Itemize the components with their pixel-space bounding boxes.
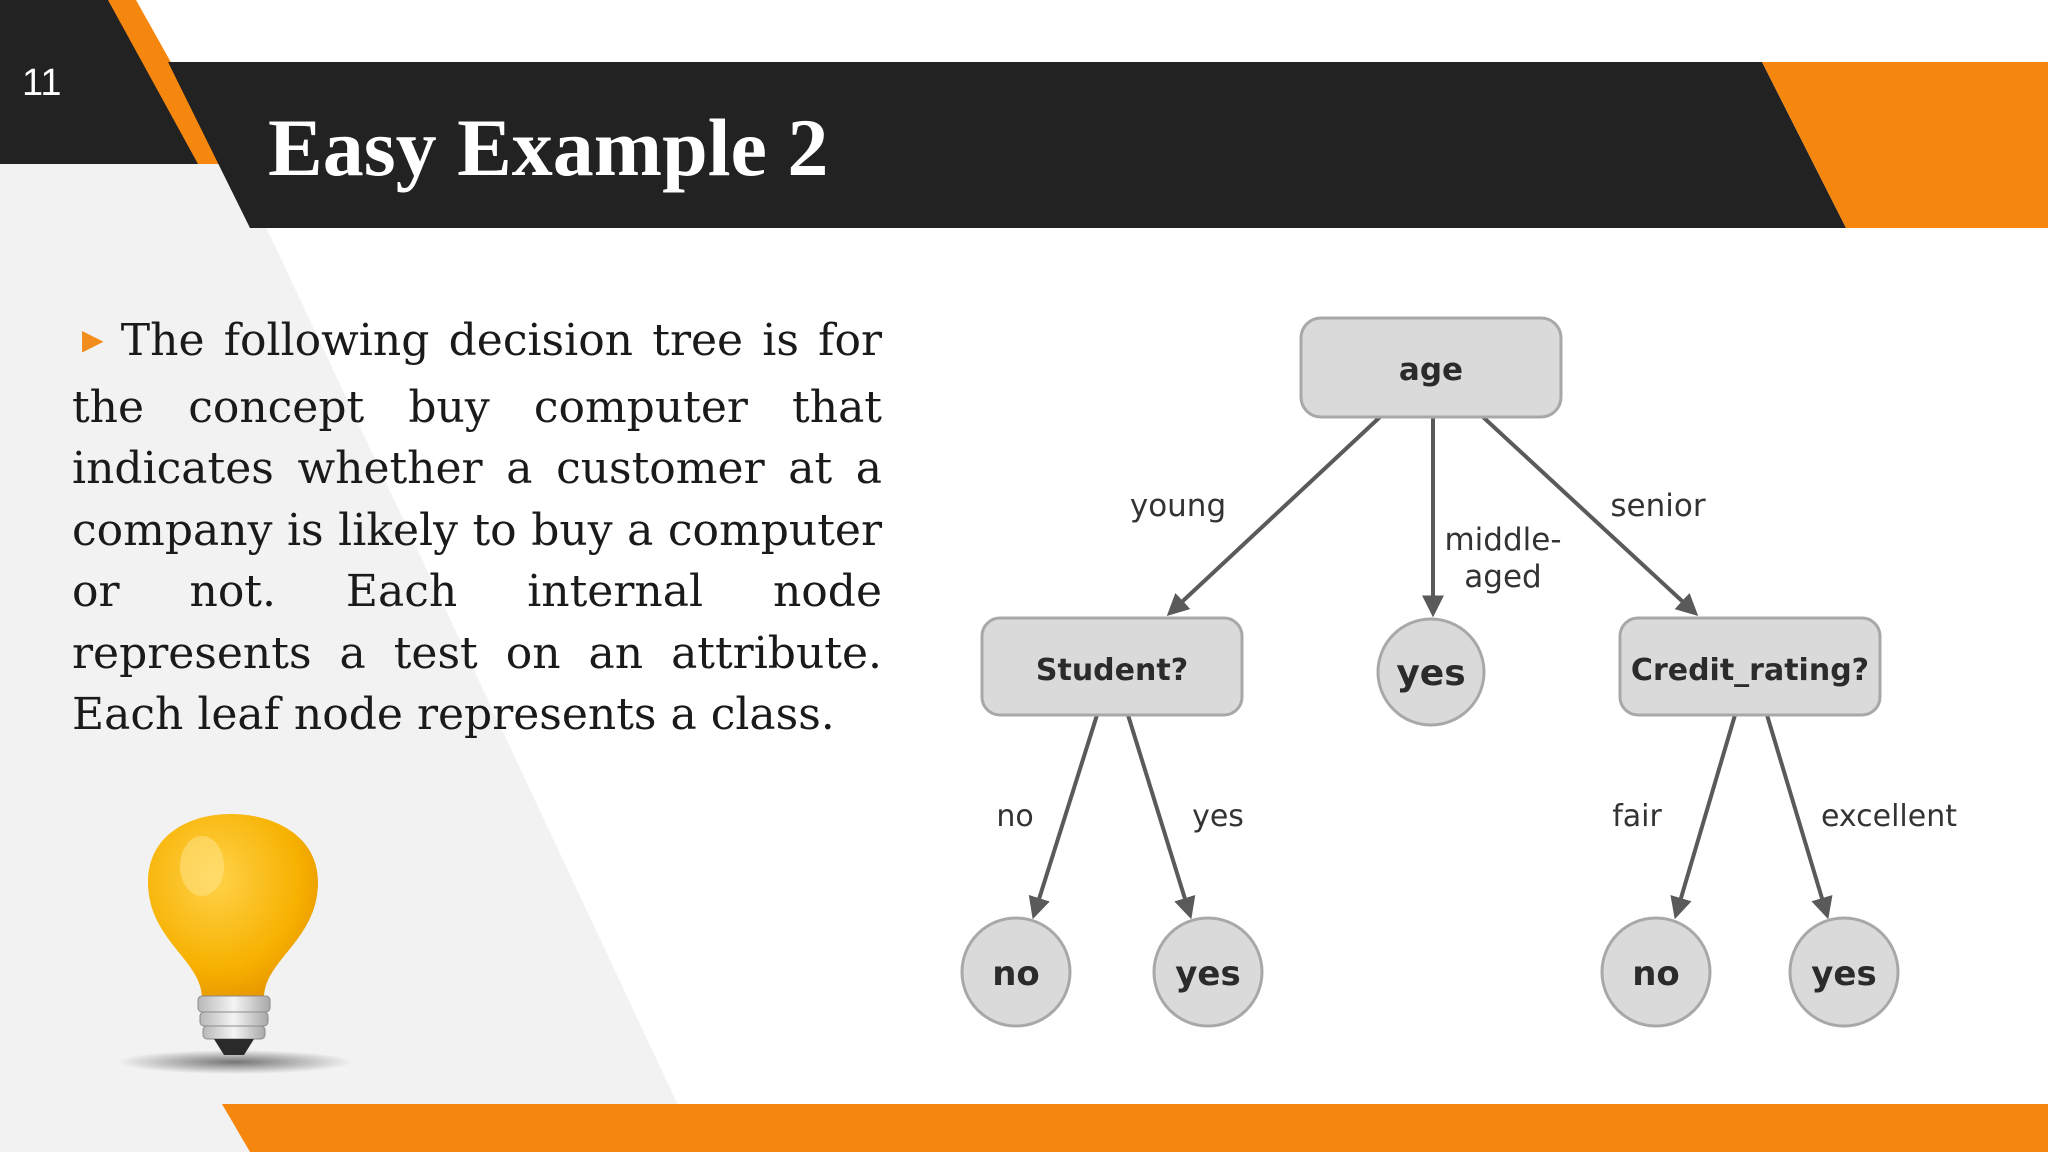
page-number: 11 — [22, 58, 92, 108]
decision-tree-diagram: young middle- aged senior no yes fair ex… — [940, 300, 1980, 1060]
edge-label-excellent: excellent — [1821, 799, 1957, 834]
edge-label-no: no — [996, 799, 1033, 834]
node-yes-credit: yes — [1790, 918, 1898, 1026]
triangle-right-icon: ▶ — [82, 323, 109, 356]
node-credit: Credit_rating? — [1620, 618, 1880, 715]
node-yes-student-label: yes — [1175, 954, 1240, 994]
node-yes-credit-label: yes — [1811, 954, 1876, 994]
edge-label-young: young — [1130, 488, 1226, 524]
body-paragraph: ▶The following decision tree is for the … — [72, 310, 882, 746]
node-credit-label: Credit_rating? — [1631, 653, 1869, 688]
edge-label-middle-aged-line2: aged — [1464, 559, 1541, 595]
node-student: Student? — [982, 618, 1242, 715]
node-age-label: age — [1399, 352, 1463, 388]
edge-label-yes: yes — [1192, 799, 1244, 834]
node-yes-student: yes — [1154, 918, 1262, 1026]
node-age: age — [1301, 318, 1561, 417]
node-no-credit-label: no — [1632, 954, 1680, 994]
node-yes-middle-label: yes — [1396, 653, 1465, 694]
bottom-orange-band — [222, 1104, 2048, 1152]
edge-label-senior: senior — [1610, 488, 1705, 524]
node-yes-middle: yes — [1378, 619, 1484, 725]
edge-credit-yes — [1767, 715, 1827, 915]
node-no-student-label: no — [992, 954, 1040, 994]
edge-credit-no — [1676, 715, 1735, 915]
node-student-label: Student? — [1036, 653, 1188, 688]
tree-nodes: age Student? yes Credit_rating? no yes — [962, 318, 1898, 1026]
slide-title: Easy Example 2 — [268, 96, 1568, 200]
edge-student-yes — [1128, 715, 1190, 915]
edge-student-no — [1034, 715, 1097, 915]
light-bulb-icon — [110, 800, 370, 1090]
node-no-credit: no — [1602, 918, 1710, 1026]
body-text: The following decision tree is for the c… — [72, 315, 882, 740]
node-no-student: no — [962, 918, 1070, 1026]
edge-label-fair: fair — [1612, 799, 1662, 834]
edge-label-middle-aged-line1: middle- — [1444, 522, 1561, 558]
